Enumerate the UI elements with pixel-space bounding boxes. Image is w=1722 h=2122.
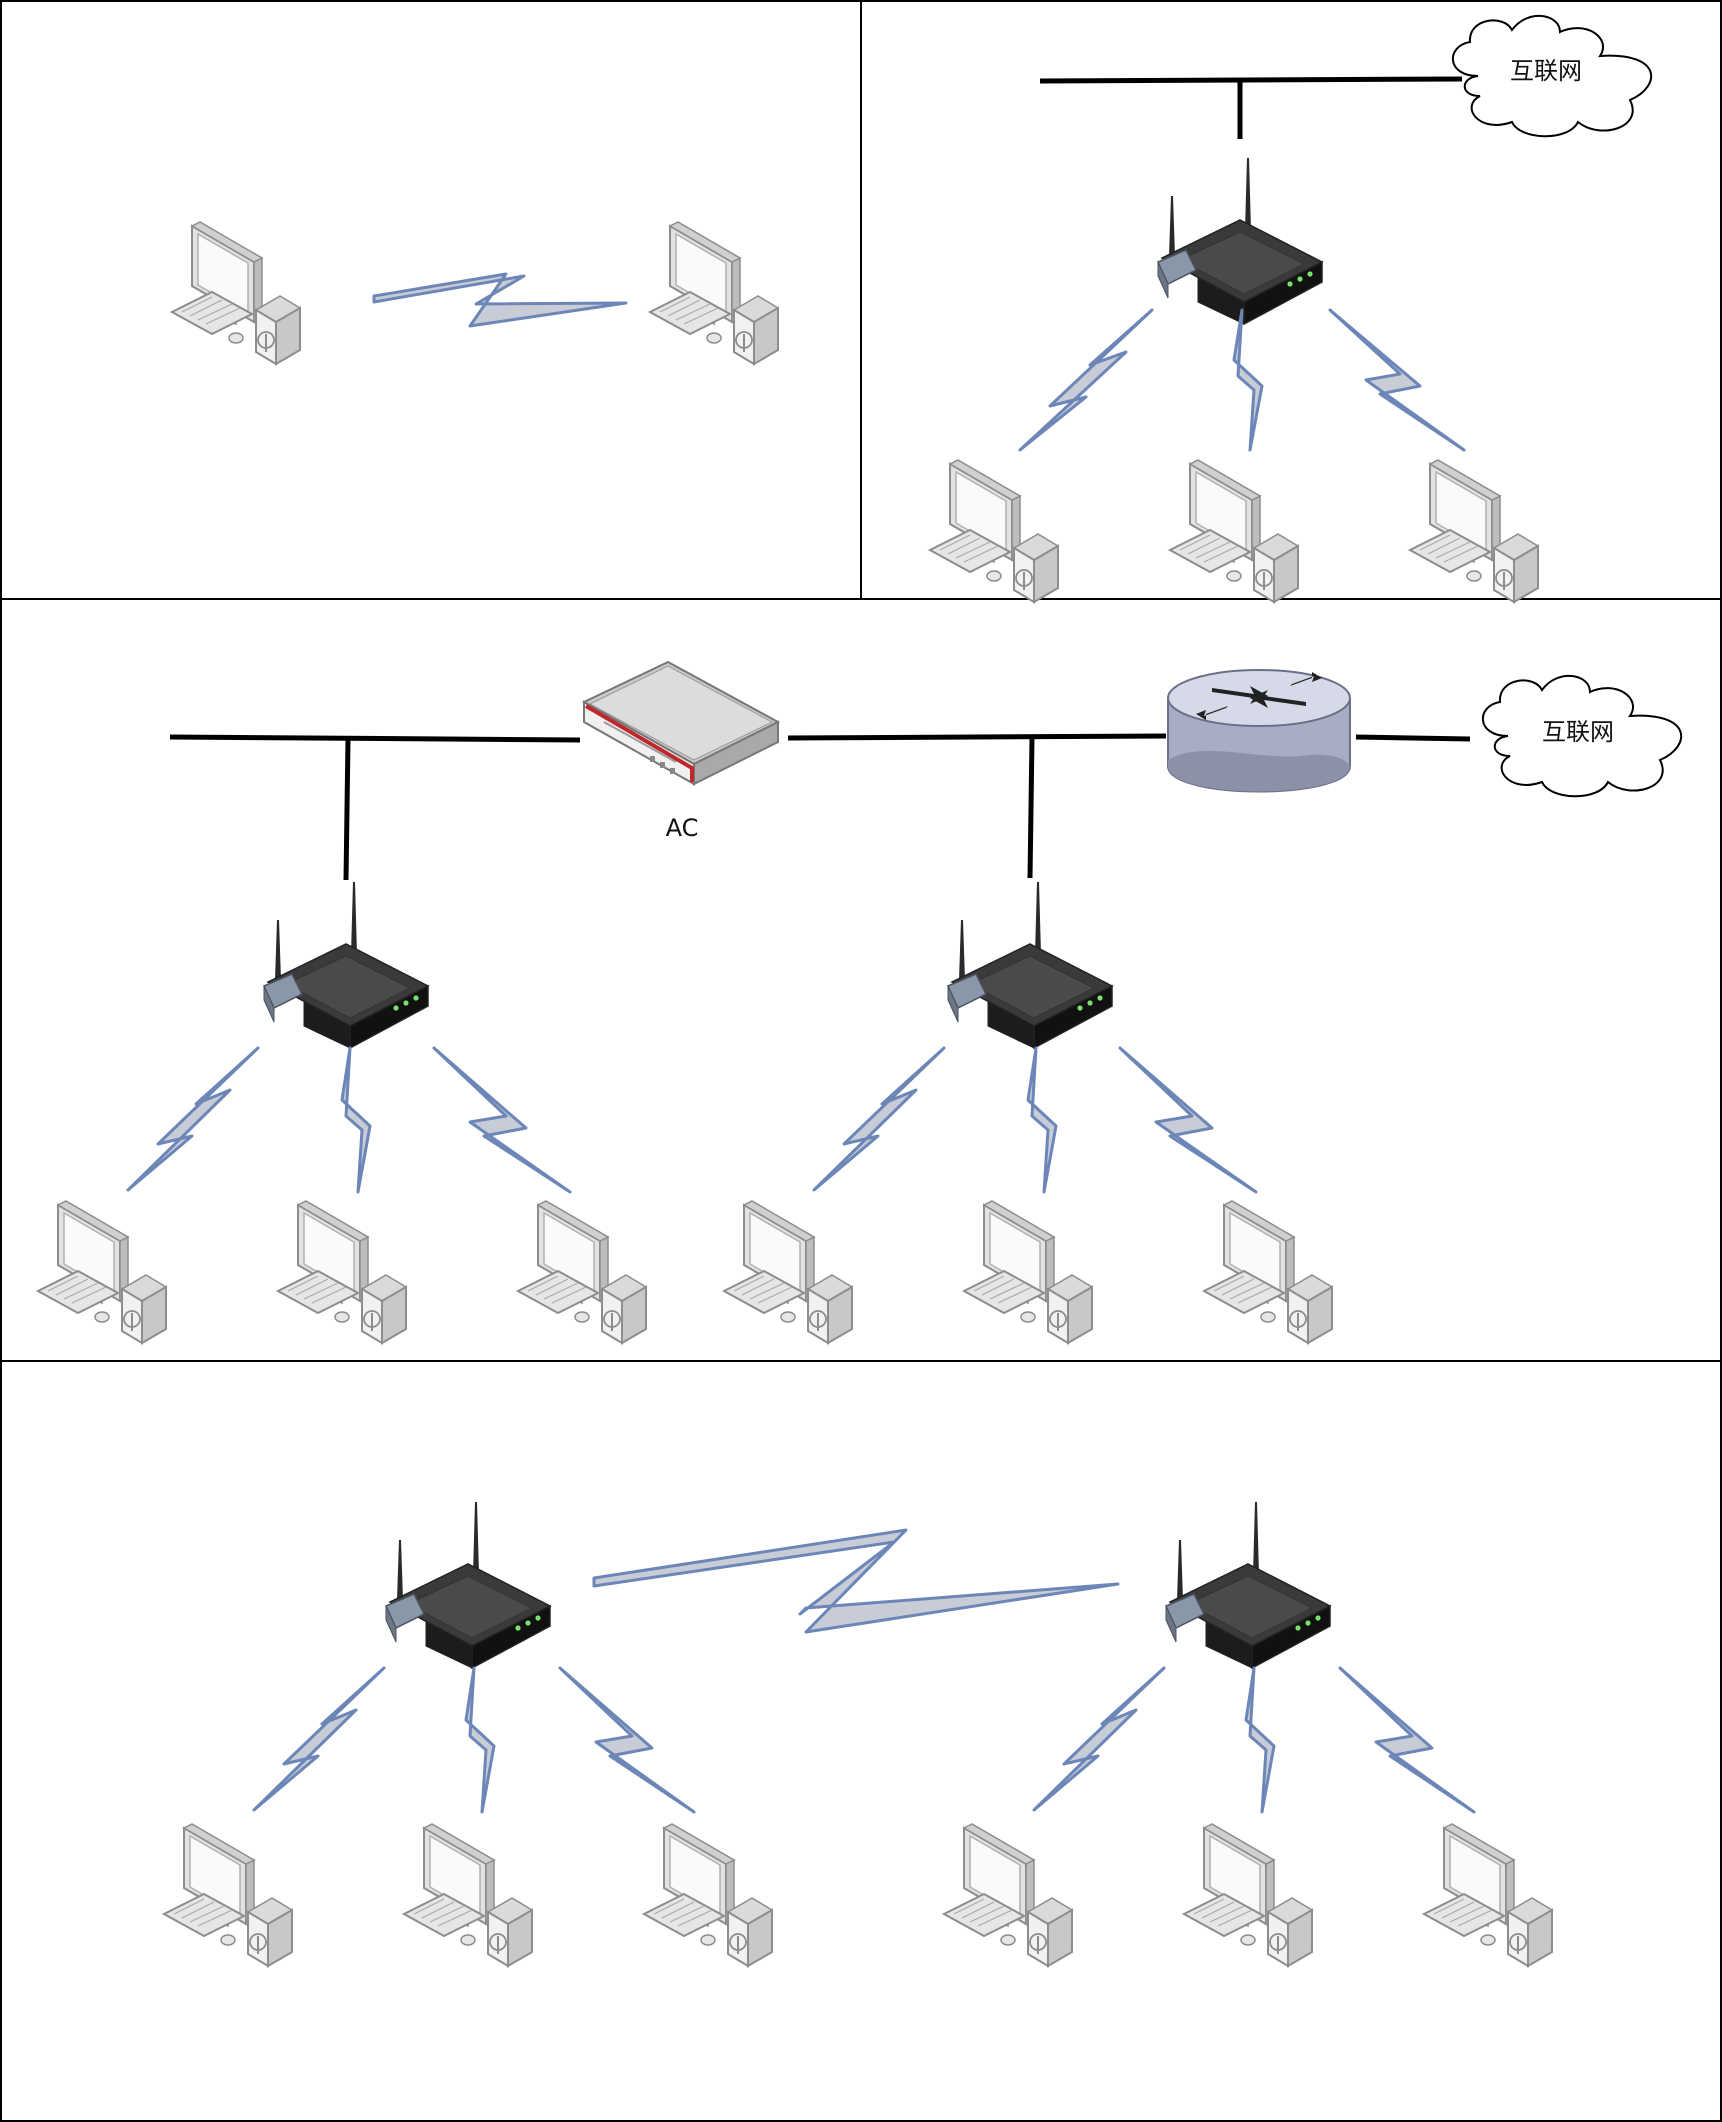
wireless-link-lightning — [1032, 1666, 1166, 1812]
computer-icon — [403, 1823, 533, 1967]
network-cable — [1039, 76, 1463, 84]
computer-icon — [1169, 459, 1299, 603]
panel-ac-managed-frame — [0, 598, 1722, 1362]
computer-icon — [277, 1200, 407, 1344]
computer-icon — [943, 1823, 1073, 1967]
network-cable — [1027, 737, 1035, 879]
cloud-icon — [1482, 674, 1683, 798]
wireless-ap-icon — [385, 1501, 551, 1669]
wireless-link-lightning — [558, 1666, 696, 1814]
computer-icon — [1183, 1823, 1313, 1967]
panel-adhoc — [171, 221, 779, 365]
wireless-link-lightning — [1244, 1666, 1276, 1814]
internet-label: 互联网 — [1542, 718, 1614, 746]
panel-wireless-bridge — [163, 1501, 1553, 1967]
wireless-link-lightning — [340, 1046, 372, 1194]
computer-icon — [1423, 1823, 1553, 1967]
panel-ac-managed: AC 互联网 — [37, 660, 1683, 1344]
computer-icon — [963, 1200, 1093, 1344]
wireless-ap-icon — [1157, 157, 1323, 325]
wireless-ap-icon — [263, 881, 429, 1049]
computer-icon — [649, 221, 779, 365]
wireless-ap-icon — [947, 881, 1113, 1049]
wireless-link-lightning — [1026, 1046, 1058, 1194]
wireless-bridge-lightning — [592, 1528, 1120, 1634]
wireless-link-lightning — [1328, 308, 1466, 452]
computer-icon — [643, 1823, 773, 1967]
wireless-link-lightning — [1018, 308, 1154, 452]
wireless-link-lightning — [812, 1046, 946, 1192]
network-cable — [787, 733, 1167, 741]
network-cable — [1355, 734, 1471, 742]
network-cable — [343, 738, 351, 881]
panel-single-ap: 互联网 — [929, 14, 1653, 603]
wireless-link-lightning — [1338, 1666, 1476, 1814]
wireless-ap-icon — [1165, 1501, 1331, 1669]
computer-icon — [1203, 1200, 1333, 1344]
wireless-link-lightning — [1232, 308, 1264, 452]
network-cable — [169, 734, 581, 743]
computer-icon — [163, 1823, 293, 1967]
wireless-link-lightning — [252, 1666, 386, 1812]
wireless-link-lightning — [372, 272, 628, 328]
wireless-link-lightning — [126, 1046, 260, 1192]
panel-wireless-bridge-frame — [0, 1360, 1722, 2122]
ac-label: AC — [666, 814, 699, 842]
computer-icon — [1409, 459, 1539, 603]
router-icon — [1167, 669, 1351, 793]
ac-controller-icon — [581, 660, 781, 786]
computer-icon — [723, 1200, 853, 1344]
wireless-link-lightning — [464, 1666, 496, 1814]
wireless-link-lightning — [432, 1046, 572, 1194]
computer-icon — [929, 459, 1059, 603]
internet-label: 互联网 — [1510, 57, 1582, 85]
computer-icon — [517, 1200, 647, 1344]
computer-icon — [171, 221, 301, 365]
cloud-icon — [1452, 14, 1653, 138]
wireless-link-lightning — [1118, 1046, 1258, 1194]
computer-icon — [37, 1200, 167, 1344]
